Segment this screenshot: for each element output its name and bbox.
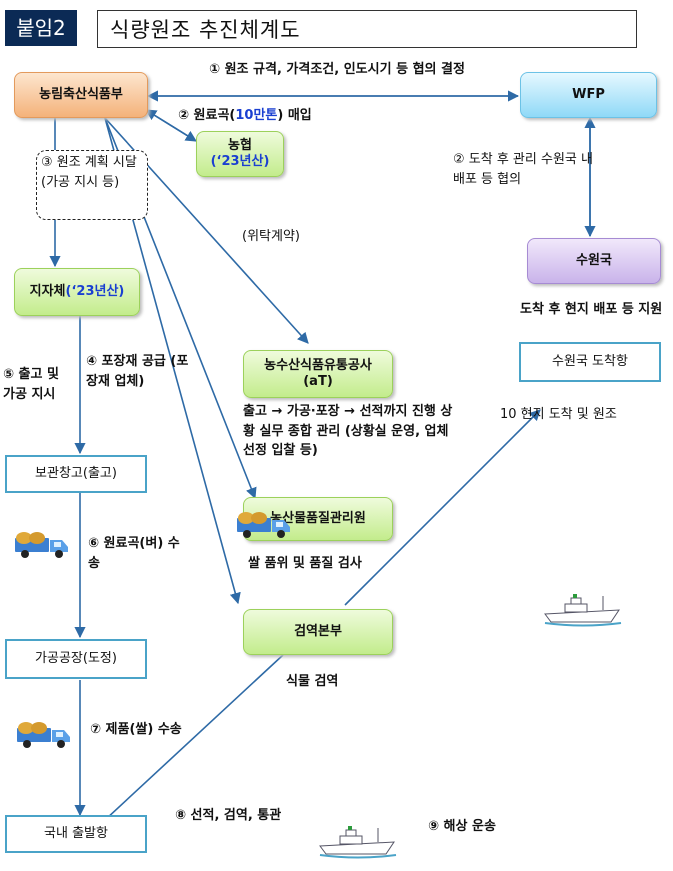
factory-label: 가공공장(도정) [35,651,117,667]
nh-label: 농협 [228,138,252,154]
quarantine-description: 식물 검역 [286,674,339,689]
note-8: ⑧ 선적, 검역, 통관 [175,808,282,823]
note-2-highlight: 10만톤 [235,108,278,123]
truck-icon [15,532,68,558]
recipient-label: 수원국 [576,253,612,269]
recipient-port-label: 수원국 도착항 [552,354,628,370]
wfp-label: WFP [572,87,605,103]
note-5: ⑤ 출고 및 가공 지시 [3,367,59,402]
note-2-suffix: ) 매입 [277,108,312,123]
at-box: 농수산식품유통공사 (aT) [243,350,393,398]
recipient-box: 수원국 [527,238,661,284]
at-label: 농수산식품유통공사 [264,358,372,374]
note-6: ⑥ 원료곡(벼) 수송 [88,536,180,571]
nh-box: 농협 (‘23년산) [196,131,284,177]
line-port-quarantine [77,654,284,846]
note-3: ③ 원조 계획 시달(가공 지시 등) [36,150,148,220]
attachment-tag: 붙임2 [5,10,77,46]
factory-box: 가공공장(도정) [5,639,147,679]
note-1: ① 원조 규격, 가격조건, 인도시기 등 협의 결정 [209,62,465,77]
truck-icon [17,722,70,748]
ministry-label: 농림축산식품부 [39,87,123,103]
note-4: ④ 포장재 공급 (포장재 업체) [86,354,189,389]
page-title: 식량원조 추진체계도 [97,10,637,48]
warehouse-label: 보관창고(출고) [35,466,117,482]
arrow-nh-ministry [145,109,197,142]
quarantine-box: 검역본부 [243,609,393,655]
note-7: ⑦ 제품(쌀) 수송 [90,722,182,737]
ship-icon [544,594,622,627]
note-10: 10 현지 도착 및 원조 [500,407,617,422]
truck-icon [237,512,290,538]
quality-label: 농산물품질관리원 [270,511,366,527]
ministry-box: 농림축산식품부 [14,72,148,118]
note-2b: ② 도착 후 관리 수원국 내 배포 등 협의 [453,152,593,187]
recipient-support-note: 도착 후 현지 배포 등 지원 [520,302,663,317]
at-abbr: (aT) [303,374,333,389]
localgov-label: 지자체 [29,284,66,300]
domestic-port-box: 국내 출발항 [5,815,147,853]
arrow-quarantine-recipientport [344,409,541,606]
note-2: ② 원료곡(10만톤) 매입 [178,106,312,126]
quarantine-label: 검역본부 [294,624,342,640]
localgov-year: (‘23년산) [65,284,125,300]
quality-description: 쌀 품위 및 품질 검사 [248,556,362,571]
domestic-port-label: 국내 출발항 [44,826,108,842]
note-2-prefix: ② 원료곡( [178,108,236,123]
at-description: 출고 → 가공·포장 → 선적까지 진행 상황 실무 종합 관리 (상황실 운영… [243,404,453,458]
contract-note: (위탁계약) [242,229,300,244]
localgov-box: 지자체(‘23년산) [14,268,140,316]
recipient-port-box: 수원국 도착항 [519,342,661,382]
warehouse-box: 보관창고(출고) [5,455,147,493]
wfp-box: WFP [520,72,657,118]
note-9: ⑨ 해상 운송 [428,819,496,834]
ship-icon [319,826,397,859]
nh-year: (‘23년산) [210,154,270,169]
